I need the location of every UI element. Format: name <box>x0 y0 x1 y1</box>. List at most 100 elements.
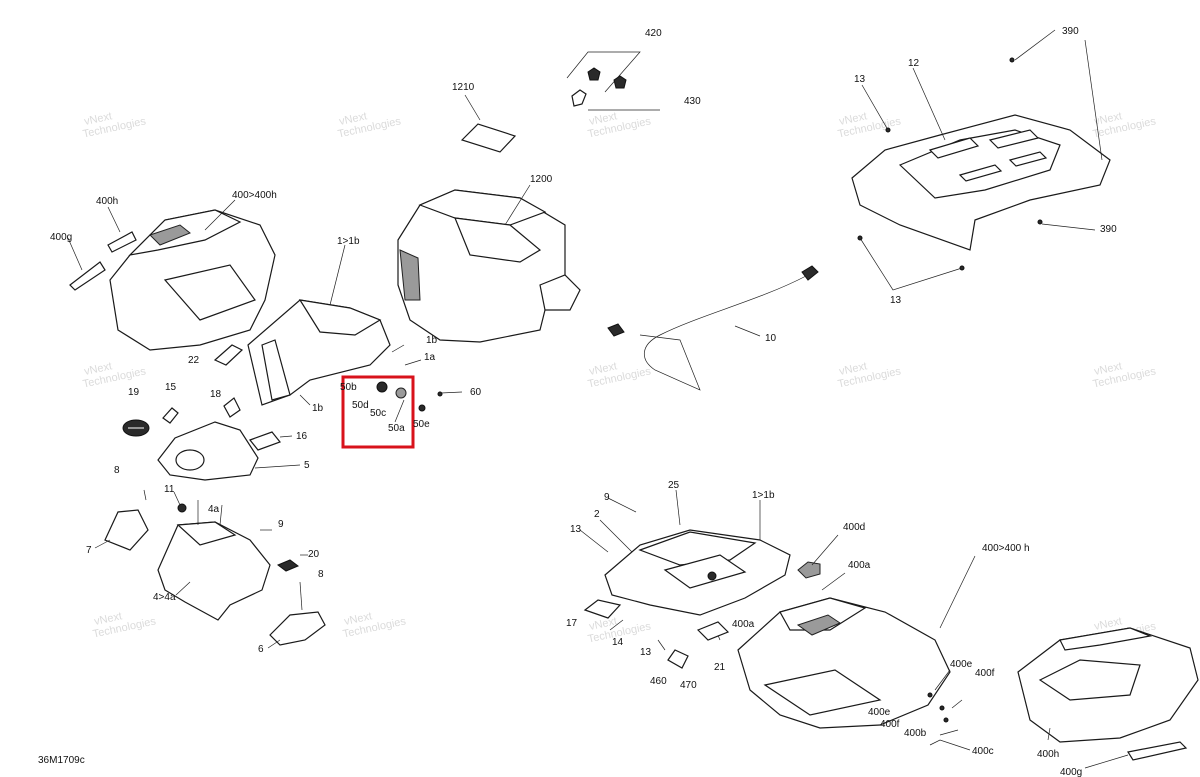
knob-set-420 <box>566 51 660 111</box>
callout-390: 390 <box>1062 26 1079 37</box>
floor-panel-12 <box>851 29 1111 291</box>
clip-20 <box>277 554 308 572</box>
callout-1b: 1b <box>426 335 438 346</box>
document-code: 36M1709c <box>38 755 85 766</box>
callout-50c: 50c <box>370 408 386 419</box>
callout-400h: 400h <box>1037 749 1059 760</box>
callout-400a: 400a <box>848 560 871 571</box>
callout-400g: 400g <box>1060 767 1082 777</box>
knob-400d <box>797 534 846 591</box>
storage-cover-1200 <box>397 184 581 343</box>
watermark-line1: vNext <box>83 110 113 128</box>
badge-19 <box>122 419 150 437</box>
storage-lid-400h <box>1017 627 1199 743</box>
watermark-line1: vNext <box>1093 110 1123 128</box>
highlight-box <box>341 375 415 449</box>
callout-13: 13 <box>570 524 582 535</box>
watermark-line1: vNext <box>343 610 373 628</box>
trim-400g <box>1084 741 1188 769</box>
callout-1-1b: 1>1b <box>337 236 360 247</box>
callout-10: 10 <box>765 333 777 344</box>
callout-460: 460 <box>650 676 667 687</box>
watermark-line1: vNext <box>1093 615 1123 633</box>
watermark-line1: vNext <box>588 360 618 378</box>
bracket-7 <box>94 509 149 551</box>
watermark-line1: vNext <box>838 110 868 128</box>
callout-400c: 400c <box>972 746 994 757</box>
cap-6 <box>267 581 326 649</box>
callout-470: 470 <box>680 680 697 691</box>
callout-400f: 400f <box>880 719 900 730</box>
support-tray-1-bottom <box>579 489 791 641</box>
callout-390: 390 <box>1100 224 1117 235</box>
sticker-18 <box>223 397 241 418</box>
callout-19: 19 <box>128 387 140 398</box>
sticker-21 <box>696 621 730 641</box>
watermark-line1: vNext <box>588 110 618 128</box>
callout-13: 13 <box>854 74 866 85</box>
watermark-line1: vNext <box>93 610 123 628</box>
watermark-line1: vNext <box>588 615 618 633</box>
callout-1b: 1b <box>312 403 324 414</box>
callout-11: 11 <box>164 484 175 495</box>
callout-13: 13 <box>890 295 902 306</box>
storage-box-400 <box>67 199 276 351</box>
watermark-line1: vNext <box>838 360 868 378</box>
callout-50d: 50d <box>352 400 369 411</box>
sticker-16 <box>249 431 293 451</box>
callout-13: 13 <box>640 647 652 658</box>
callout-9: 9 <box>604 492 610 503</box>
callout-15: 15 <box>165 382 177 393</box>
callout-400b: 400b <box>904 728 927 739</box>
callout-5: 5 <box>304 460 310 471</box>
callout-9: 9 <box>278 519 284 530</box>
callout-22: 22 <box>188 355 200 366</box>
callout-14: 14 <box>612 637 624 648</box>
latch-460 <box>657 639 689 669</box>
watermark-line1: vNext <box>83 360 113 378</box>
hardware-50-group <box>341 375 463 449</box>
watermark-line1: vNext <box>338 110 368 128</box>
callout-1a: 1a <box>424 352 436 363</box>
callout-50e: 50e <box>413 419 430 430</box>
callout-8: 8 <box>114 465 120 476</box>
callout-7: 7 <box>86 545 92 556</box>
callout-400g: 400g <box>50 232 72 243</box>
callout-20: 20 <box>308 549 320 560</box>
callout-400a: 400a <box>732 619 755 630</box>
callout-400e: 400e <box>868 707 891 718</box>
callout-400-400h: 400>400 h <box>982 543 1030 554</box>
support-tray-1 <box>247 244 422 406</box>
callout-430: 430 <box>684 96 701 107</box>
callout-420: 420 <box>645 28 662 39</box>
callout-400-400h: 400>400h <box>232 190 277 201</box>
mount-4 <box>143 489 272 621</box>
sticker-22 <box>213 344 244 366</box>
callout-8: 8 <box>318 569 324 580</box>
callout-17: 17 <box>566 618 578 629</box>
callout-12: 12 <box>908 58 920 69</box>
wire-harness-10 <box>607 265 819 391</box>
callout-16: 16 <box>296 431 308 442</box>
callout-400h: 400h <box>96 196 118 207</box>
callout-25: 25 <box>668 480 680 491</box>
sticker-17 <box>583 599 622 619</box>
callout-6: 6 <box>258 644 264 655</box>
callout-1-1b: 1>1b <box>752 490 775 501</box>
callout-21: 21 <box>714 662 726 673</box>
callout-50b: 50b <box>340 382 357 393</box>
pod-cover-5 <box>157 421 301 481</box>
callout-2: 2 <box>594 509 600 520</box>
callout-400d: 400d <box>843 522 865 533</box>
plate-1210 <box>460 94 517 153</box>
callout-4-4a: 4>4a <box>153 592 176 603</box>
callout-50a: 50a <box>388 423 405 434</box>
callout-1210: 1210 <box>452 82 475 93</box>
callout-60: 60 <box>470 387 482 398</box>
callout-400e: 400e <box>950 659 973 670</box>
storage-box-400-bottom <box>737 555 976 751</box>
callout-400f: 400f <box>975 668 995 679</box>
sticker-15 <box>162 407 179 424</box>
callout-4a: 4a <box>208 504 220 515</box>
